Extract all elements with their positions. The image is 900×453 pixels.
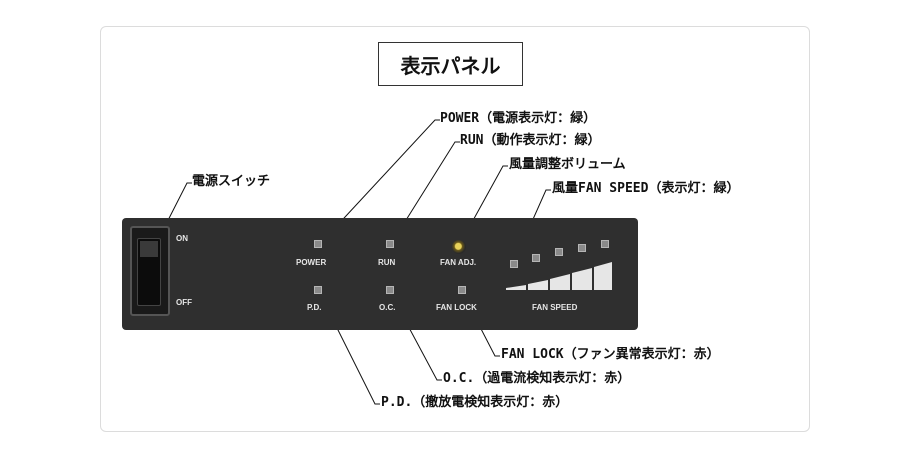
fan-adjust-knob[interactable] (452, 240, 466, 254)
run-led (386, 240, 394, 248)
fan-speed-led-2 (532, 254, 540, 262)
callout-fan-lock: FAN LOCK（ファン異常表示灯：赤） (501, 347, 720, 362)
diagram-title: 表示パネル (378, 42, 523, 86)
callout-oc: O.C.（過電流検知表示灯：赤） (443, 371, 631, 386)
callout-power: POWER（電源表示灯：緑） (440, 111, 597, 126)
display-panel (122, 218, 638, 330)
fan-adj-label: FAN ADJ. (440, 258, 477, 267)
oc-label: O.C. (379, 303, 396, 312)
pd-label: P.D. (307, 303, 322, 312)
fan-speed-led-1 (510, 260, 518, 268)
power-label: POWER (296, 258, 327, 267)
callout-switch: 電源スイッチ (192, 174, 271, 189)
fan-speed-led-4 (578, 244, 586, 252)
switch-on-label: ON (176, 234, 188, 243)
run-label: RUN (378, 258, 396, 267)
switch-off-label: OFF (176, 298, 192, 307)
power-led (314, 240, 322, 248)
fan-speed-led-5 (601, 240, 609, 248)
oc-led (386, 286, 394, 294)
power-switch[interactable] (137, 238, 161, 306)
fan-lock-label: FAN LOCK (436, 303, 477, 312)
fan-lock-led (458, 286, 466, 294)
callout-run: RUN（動作表示灯：緑） (460, 133, 601, 148)
pd-led (314, 286, 322, 294)
callout-fan-speed: 風量FAN SPEED（表示灯：緑） (552, 181, 740, 196)
callout-pd: P.D.（撤放電検知表示灯：赤） (381, 395, 569, 410)
fan-speed-label: FAN SPEED (532, 303, 578, 312)
fan-speed-led-3 (555, 248, 563, 256)
callout-fan-adj: 風量調整ボリューム (509, 157, 626, 172)
